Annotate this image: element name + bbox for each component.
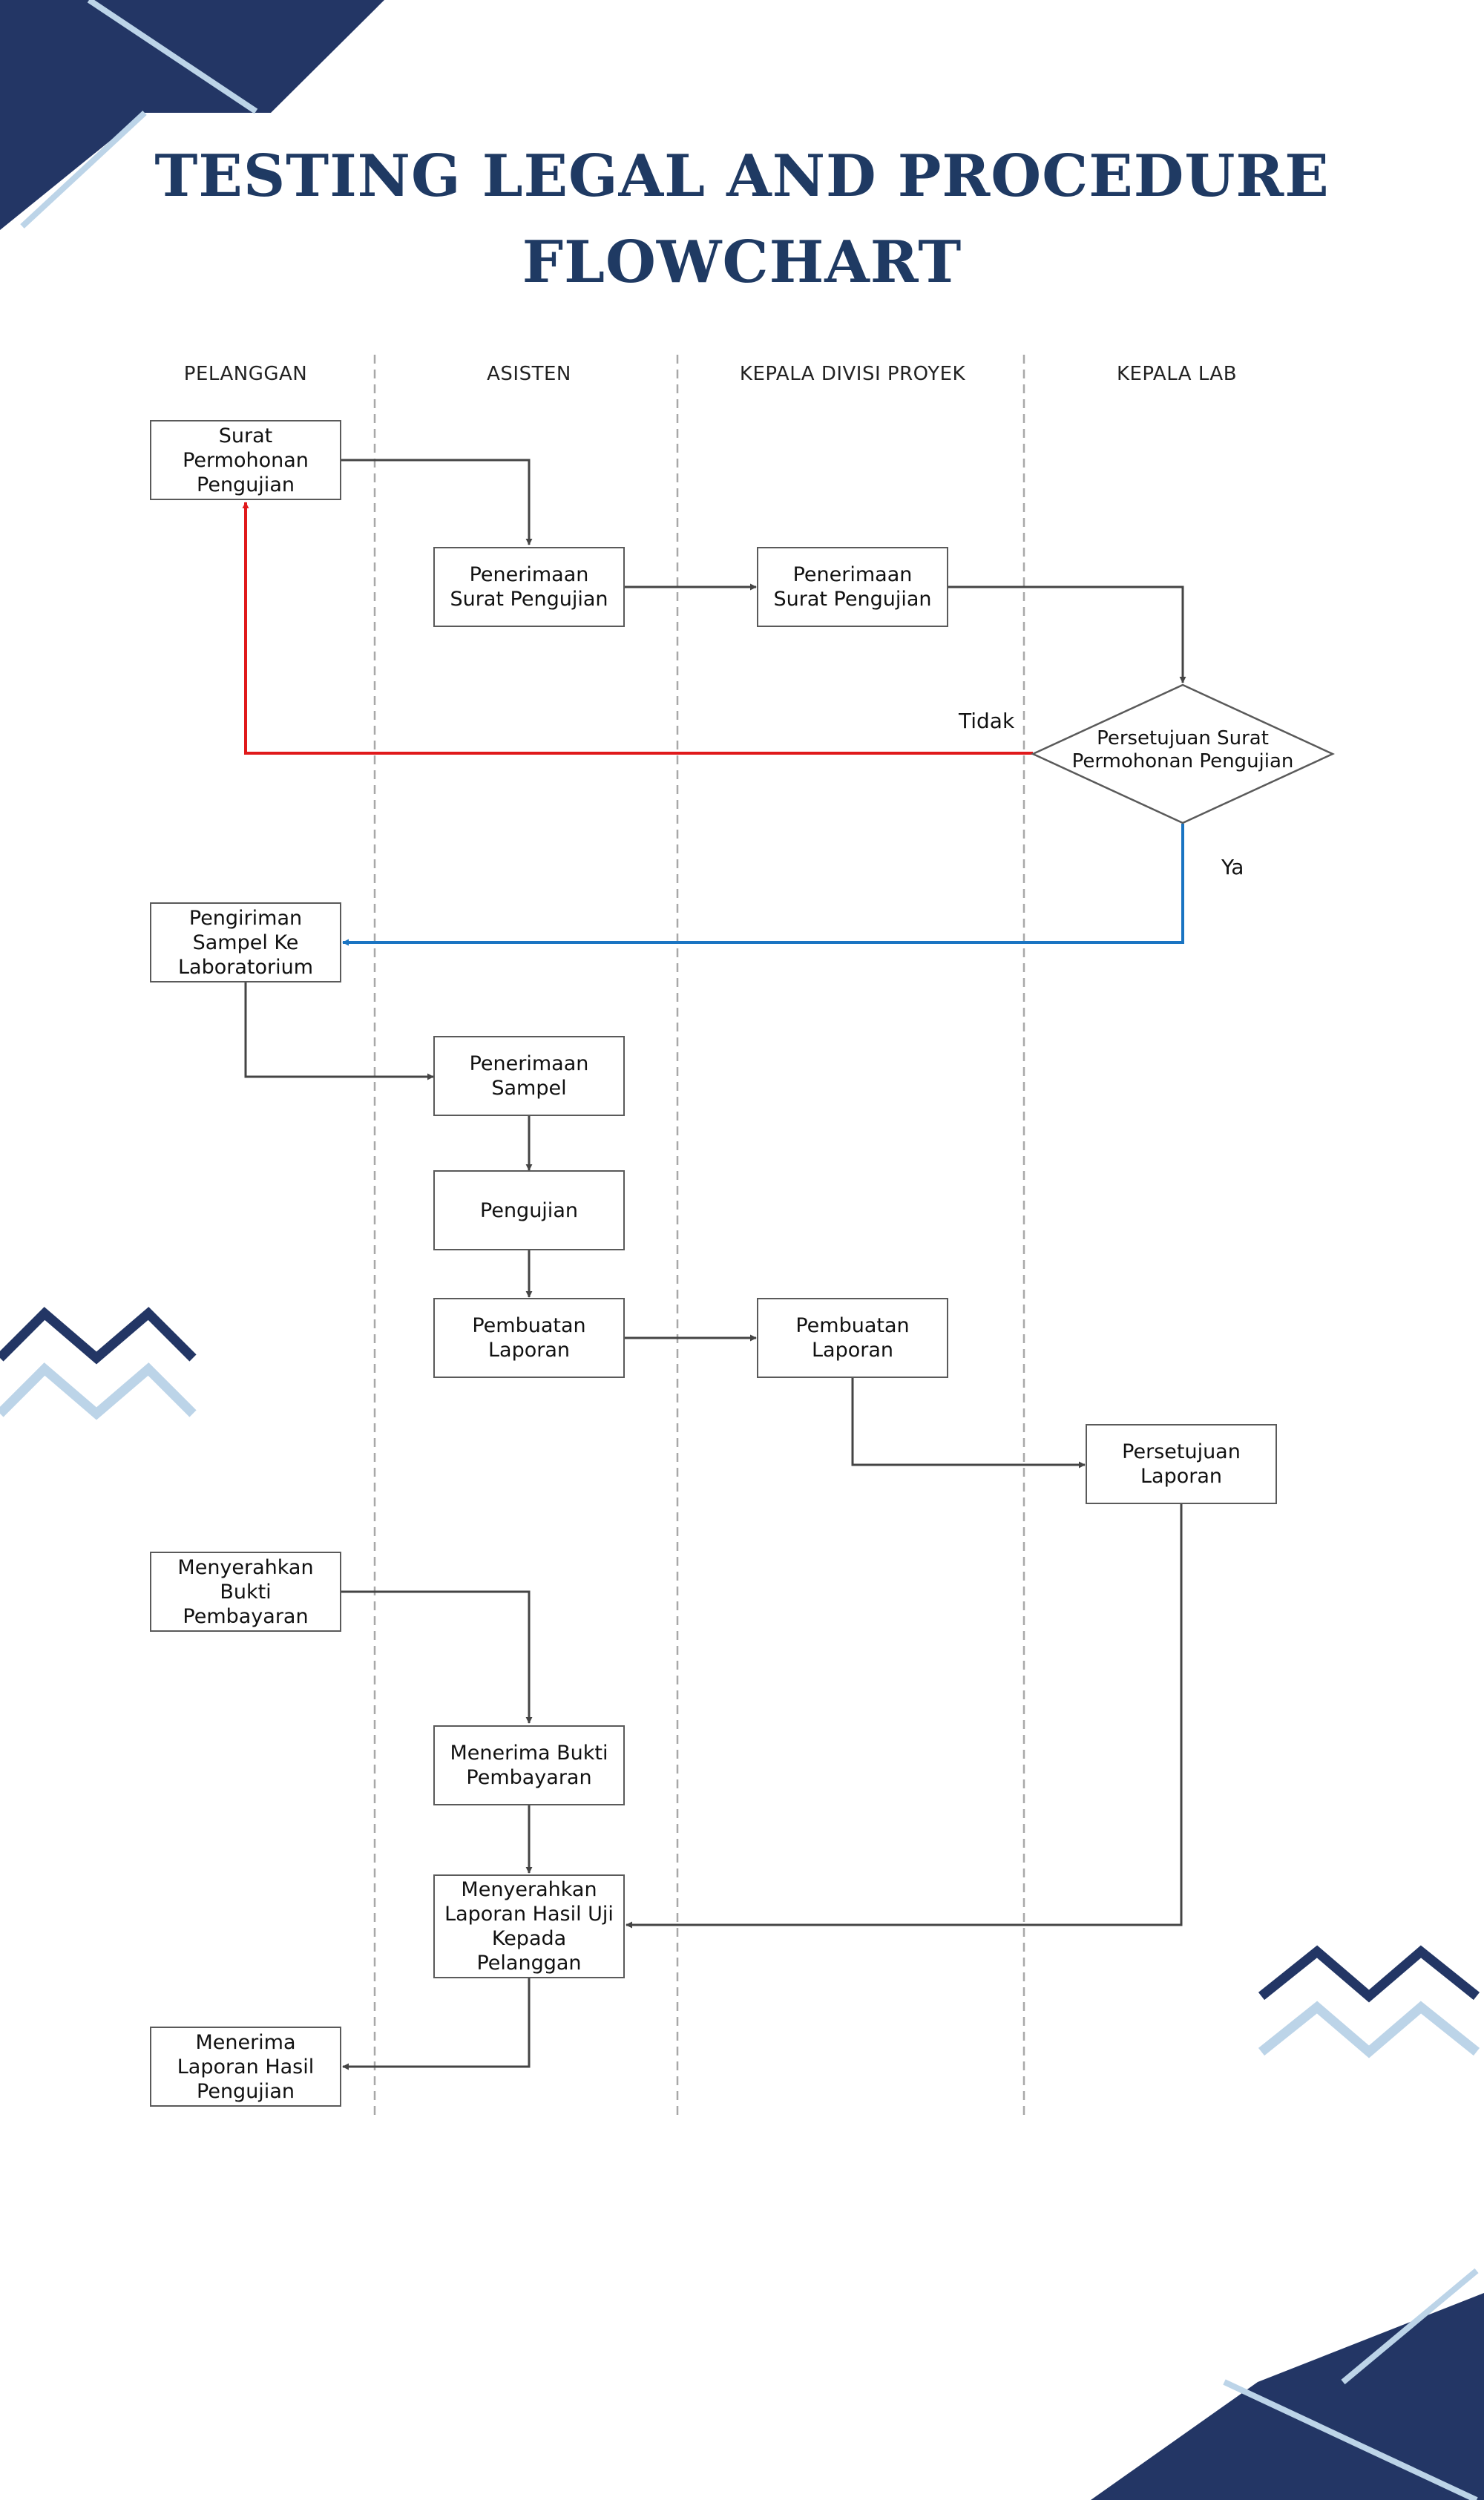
- page-title: TESTING LEGAL AND PROCEDURE FLOWCHART: [0, 134, 1484, 306]
- decision-diamond: [1031, 683, 1335, 824]
- top-left-corner-ornament: [0, 0, 384, 230]
- node-persetujuan-laporan: Persetujuan Laporan: [1086, 1424, 1277, 1504]
- node-pengiriman-sampel: Pengiriman Sampel Ke Laboratorium: [150, 902, 341, 982]
- node-menerima-laporan-hasil-pengujian: Menerima Laporan Hasil Pengujian: [150, 2027, 341, 2107]
- node-menyerahkan-laporan-hasil-uji: Menyerahkan Laporan Hasil Uji Kepada Pel…: [433, 1874, 625, 1978]
- bottom-right-corner-ornament: [1091, 2268, 1484, 2500]
- arrow-ya-approve: [342, 824, 1184, 946]
- lane-header-kepala-divisi-proyek: KEPALA DIVISI PROYEK: [739, 363, 966, 385]
- node-menerima-bukti-pembayaran: Menerima Bukti Pembayaran: [433, 1725, 625, 1805]
- arrow-kadiv-to-persetujuan: [948, 585, 1186, 683]
- left-zigzag-ornament: [0, 1307, 197, 1420]
- node-surat-permohonan-pengujian: Surat Permohonan Pengujian: [150, 420, 341, 500]
- lane-header-asisten: ASISTEN: [487, 363, 571, 385]
- right-zigzag-ornament: [1258, 1945, 1480, 2058]
- node-pengujian: Pengujian: [433, 1170, 625, 1250]
- node-pembuatan-laporan-kadiv: Pembuatan Laporan: [757, 1298, 948, 1378]
- edge-label-ya: Ya: [1221, 855, 1244, 879]
- lane-dividers: [373, 355, 1025, 2116]
- arrow-menyerahkan-laporan-to-menerima-laporan: [342, 1978, 531, 2070]
- title-line-2: FLOWCHART: [522, 229, 962, 296]
- node-menyerahkan-bukti-pembayaran: Menyerahkan Bukti Pembayaran: [150, 1552, 341, 1632]
- arrow-pengiriman-to-penerimaan-sampel: [244, 982, 434, 1080]
- arrow-persetujuan-laporan-to-menyerahkan-laporan: [626, 1504, 1183, 1929]
- decision-label-persetujuan-surat: Persetujuan Surat Permohonan Pengujian: [1071, 727, 1294, 772]
- arrow-pembuatan-kadiv-to-persetujuan-laporan: [851, 1378, 1086, 1469]
- title-line-1: TESTING LEGAL AND PROCEDURE: [154, 142, 1330, 210]
- node-penerimaan-surat-kadiv: Penerimaan Surat Pengujian: [757, 547, 948, 627]
- arrow-bukti-to-menerima-bukti: [341, 1590, 533, 1724]
- lane-header-kepala-lab: KEPALA LAB: [1116, 363, 1238, 385]
- node-penerimaan-sampel: Penerimaan Sampel: [433, 1036, 625, 1116]
- arrow-tidak-reject: [242, 502, 1033, 755]
- node-pembuatan-laporan-asisten: Pembuatan Laporan: [433, 1298, 625, 1378]
- edge-label-tidak: Tidak: [959, 709, 1015, 733]
- arrow-surat-to-penerimaan: [341, 459, 533, 545]
- node-penerimaan-surat-asisten: Penerimaan Surat Pengujian: [433, 547, 625, 627]
- lane-header-pelanggan: PELANGGAN: [183, 363, 308, 385]
